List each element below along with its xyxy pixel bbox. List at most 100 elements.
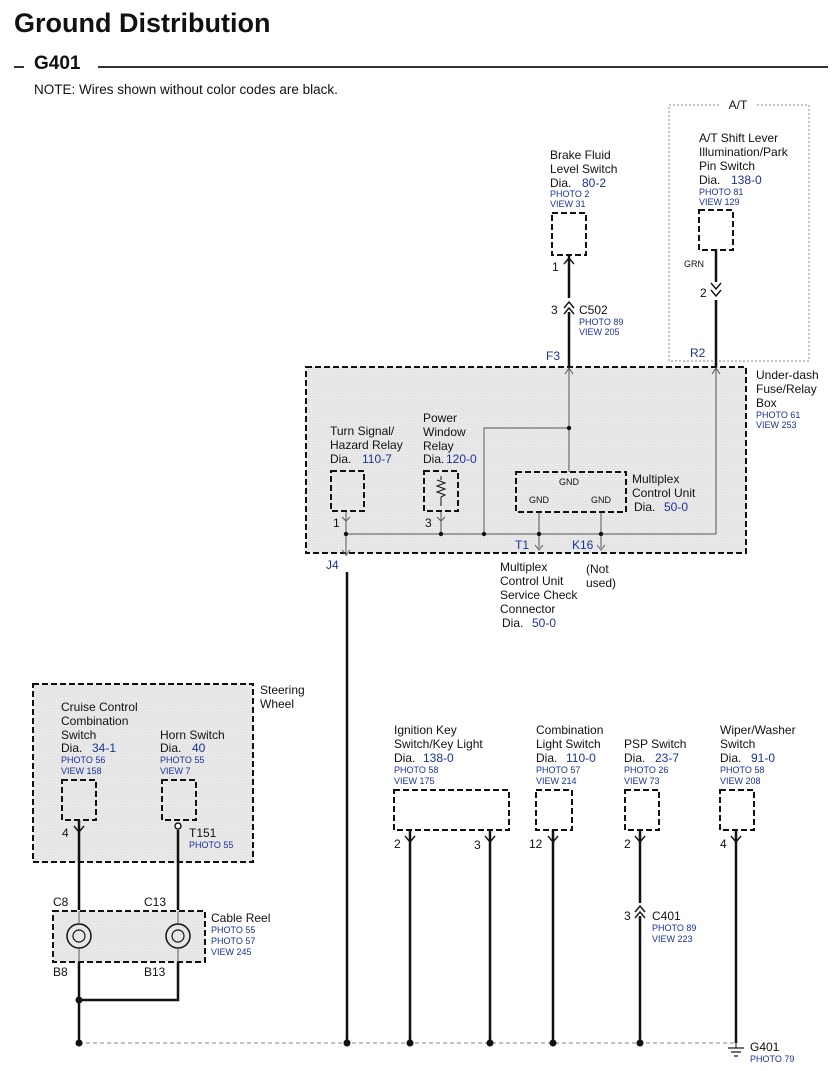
photo-link[interactable]: PHOTO 57 xyxy=(536,765,580,775)
photo-link[interactable]: PHOTO 61 xyxy=(756,410,800,420)
component-box xyxy=(698,209,734,251)
view-link[interactable]: VIEW 214 xyxy=(536,776,577,786)
gnd-label: GND xyxy=(559,477,580,487)
turn-signal-hazard-relay[interactable]: Turn Signal/ Hazard Relay Dia. 110-7 xyxy=(330,424,403,512)
not-used-label: (Not xyxy=(586,562,609,576)
dia-link[interactable]: 50-0 xyxy=(532,616,556,630)
dia-link[interactable]: 40 xyxy=(192,741,206,755)
cable-reel[interactable]: Cable Reel PHOTO 55 PHOTO 57 VIEW 245 xyxy=(52,910,270,963)
view-link[interactable]: VIEW 175 xyxy=(394,776,435,786)
component-name: Pin Switch xyxy=(699,159,755,173)
photo-link[interactable]: PHOTO 58 xyxy=(720,765,764,775)
photo-link[interactable]: PHOTO 55 xyxy=(189,840,233,850)
dia-link[interactable]: 91-0 xyxy=(751,751,775,765)
dia-label: Dia. xyxy=(330,452,351,466)
component-box xyxy=(161,779,197,821)
section-rule xyxy=(98,66,828,68)
pin-label: 2 xyxy=(700,286,707,300)
component-name: Steering xyxy=(260,683,305,697)
component-box xyxy=(515,471,627,513)
terminal-symbol xyxy=(174,822,182,830)
psp-switch[interactable]: PSP Switch Dia. 23-7 PHOTO 26 VIEW 73 xyxy=(624,737,686,831)
view-link[interactable]: VIEW 205 xyxy=(579,327,620,337)
photo-link[interactable]: PHOTO 89 xyxy=(579,317,623,327)
pin-label: 1 xyxy=(333,516,340,530)
photo-link[interactable]: PHOTO 26 xyxy=(624,765,668,775)
terminal-label: B8 xyxy=(53,965,68,979)
view-link[interactable]: VIEW 245 xyxy=(211,947,252,957)
dia-link[interactable]: 80-2 xyxy=(582,176,606,190)
component-name: A/T Shift Lever xyxy=(699,131,778,145)
view-link[interactable]: VIEW 253 xyxy=(756,420,797,430)
component-name: Brake Fluid xyxy=(550,148,611,162)
horn-switch[interactable]: Horn Switch Dia. 40 PHOTO 55 VIEW 7 xyxy=(160,728,225,821)
component-name: Turn Signal/ xyxy=(330,424,395,438)
view-link[interactable]: VIEW 223 xyxy=(652,934,693,944)
dia-link[interactable]: 138-0 xyxy=(731,173,762,187)
photo-link[interactable]: PHOTO 55 xyxy=(160,755,204,765)
terminal-label: C13 xyxy=(144,895,166,909)
component-name: Box xyxy=(756,396,777,410)
dia-link[interactable]: 110-7 xyxy=(362,452,392,466)
service-check-connector[interactable]: Multiplex Control Unit Service Check Con… xyxy=(500,560,578,630)
component-name: Control Unit xyxy=(500,574,564,588)
dia-link[interactable]: 23-7 xyxy=(655,751,679,765)
cruise-control-combination-switch[interactable]: Cruise Control Combination Switch Dia. 3… xyxy=(61,700,138,821)
ground-symbol xyxy=(728,1043,744,1057)
pin-label: 4 xyxy=(62,826,69,840)
component-name: Hazard Relay xyxy=(330,438,403,452)
view-link[interactable]: VIEW 31 xyxy=(550,199,586,209)
component-name: Window xyxy=(423,425,466,439)
wire-color-label: GRN xyxy=(684,259,704,269)
view-link[interactable]: VIEW 129 xyxy=(699,197,740,207)
dia-link[interactable]: 50-0 xyxy=(664,500,688,514)
photo-link[interactable]: PHOTO 58 xyxy=(394,765,438,775)
connector-symbol xyxy=(710,282,722,298)
photo-link[interactable]: PHOTO 89 xyxy=(652,923,696,933)
multiplex-control-unit[interactable]: GND GND GND Multiplex Control Unit Dia. … xyxy=(515,471,696,514)
section-dash xyxy=(14,66,24,68)
dia-link[interactable]: 110-0 xyxy=(566,751,596,765)
view-link[interactable]: VIEW 158 xyxy=(61,766,102,776)
component-name: Fuse/Relay xyxy=(756,382,817,396)
component-name: Connector xyxy=(500,602,555,616)
pin-label: 3 xyxy=(551,303,558,317)
dia-link[interactable]: 120-0 xyxy=(446,452,477,466)
component-name: Switch xyxy=(61,728,96,742)
photo-link[interactable]: PHOTO 81 xyxy=(699,187,743,197)
under-dash-fuse-relay-box[interactable]: Under-dash Fuse/Relay Box PHOTO 61 VIEW … xyxy=(305,366,819,554)
gnd-label: GND xyxy=(529,495,550,505)
dia-label: Dia. xyxy=(394,751,415,765)
component-name: PSP Switch xyxy=(624,737,686,751)
component-name: Combination xyxy=(536,723,603,737)
photo-link[interactable]: PHOTO 2 xyxy=(550,189,589,199)
steering-wheel[interactable]: Steering Wheel xyxy=(32,683,305,863)
component-box xyxy=(535,789,573,831)
dia-link[interactable]: 34-1 xyxy=(92,741,116,755)
combination-light-switch[interactable]: Combination Light Switch Dia. 110-0 PHOT… xyxy=(535,723,603,831)
at-shift-lever-switch[interactable]: A/T Shift Lever Illumination/Park Pin Sw… xyxy=(698,131,789,251)
connector-name: C502 xyxy=(579,303,608,317)
pin-label: 1 xyxy=(552,260,559,274)
dia-label: Dia. xyxy=(699,173,720,187)
dia-label: Dia. xyxy=(502,616,523,630)
view-link[interactable]: VIEW 73 xyxy=(624,776,660,786)
wiper-washer-switch[interactable]: Wiper/Washer Switch Dia. 91-0 PHOTO 58 V… xyxy=(719,723,796,831)
ignition-key-switch[interactable]: Ignition Key Switch/Key Light Dia. 138-0… xyxy=(393,723,510,831)
view-link[interactable]: VIEW 7 xyxy=(160,766,191,776)
wire xyxy=(79,962,180,1002)
photo-link[interactable]: PHOTO 56 xyxy=(61,755,105,765)
power-window-relay[interactable]: Power Window Relay Dia. 120-0 xyxy=(423,411,477,512)
photo-link[interactable]: PHOTO 55 xyxy=(211,925,255,935)
cable-reel-border xyxy=(52,910,206,963)
dia-label: Dia. xyxy=(160,741,181,755)
photo-link[interactable]: PHOTO 79 xyxy=(750,1054,794,1064)
dia-label: Dia. xyxy=(423,452,444,466)
brake-fluid-level-switch[interactable]: Brake Fluid Level Switch Dia. 80-2 PHOTO… xyxy=(550,148,617,256)
component-name: Service Check xyxy=(500,588,578,602)
photo-link[interactable]: PHOTO 57 xyxy=(211,936,255,946)
view-link[interactable]: VIEW 208 xyxy=(720,776,761,786)
component-name: Level Switch xyxy=(550,162,617,176)
dia-link[interactable]: 138-0 xyxy=(423,751,454,765)
